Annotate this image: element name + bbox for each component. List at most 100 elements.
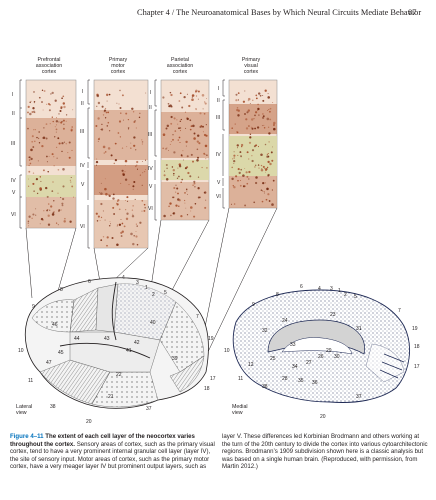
cell-body bbox=[141, 184, 143, 186]
cell-body bbox=[28, 156, 31, 159]
cell-body bbox=[172, 133, 174, 136]
cell-body bbox=[256, 126, 260, 129]
cell-body bbox=[128, 184, 130, 186]
cell-body bbox=[108, 194, 110, 196]
cell-body bbox=[176, 187, 179, 190]
cell-body bbox=[103, 109, 107, 112]
cell-body bbox=[186, 193, 188, 195]
cell-body bbox=[270, 151, 273, 154]
cell-body bbox=[63, 123, 65, 125]
cell-body bbox=[104, 178, 106, 180]
column-label-line: visual bbox=[244, 63, 258, 69]
cell-body bbox=[106, 236, 109, 239]
cell-body bbox=[263, 192, 265, 194]
cell-body bbox=[55, 146, 58, 149]
cell-body bbox=[179, 141, 181, 144]
cell-body bbox=[65, 120, 67, 122]
cell-body bbox=[41, 89, 44, 91]
cell-body bbox=[163, 174, 166, 177]
cell-body bbox=[62, 102, 66, 105]
area-number: 10 bbox=[18, 348, 24, 354]
cell-body bbox=[197, 187, 200, 190]
cell-body bbox=[69, 220, 72, 223]
cell-body bbox=[54, 99, 57, 102]
cell-body bbox=[53, 200, 55, 202]
cell-body bbox=[177, 175, 180, 178]
cell-body bbox=[262, 182, 265, 185]
cell-body bbox=[97, 117, 100, 120]
cell-body bbox=[172, 212, 176, 215]
cell-body bbox=[31, 135, 34, 138]
cell-body bbox=[185, 207, 187, 209]
cell-body bbox=[205, 199, 207, 201]
cell-body bbox=[163, 170, 165, 172]
cell-body bbox=[254, 111, 258, 114]
layer-label-ii: II bbox=[12, 111, 15, 117]
cell-body bbox=[265, 198, 268, 201]
cell-body bbox=[189, 128, 192, 131]
cell-body bbox=[235, 93, 238, 96]
cell-body bbox=[54, 126, 56, 128]
cell-body bbox=[186, 214, 189, 216]
area-number: 44 bbox=[74, 336, 80, 342]
cell-body bbox=[192, 124, 195, 128]
cell-body bbox=[112, 206, 115, 209]
page-number: 87 bbox=[408, 8, 417, 17]
cell-body bbox=[143, 170, 146, 173]
layer-label-iii: III bbox=[80, 129, 84, 135]
cell-body bbox=[55, 117, 58, 119]
cell-body bbox=[55, 120, 59, 123]
cell-body bbox=[117, 132, 120, 134]
cell-body bbox=[116, 225, 118, 227]
cell-body bbox=[120, 112, 122, 114]
cell-body bbox=[33, 101, 36, 103]
cell-body bbox=[104, 117, 107, 119]
cell-body bbox=[196, 140, 199, 143]
cell-body bbox=[50, 93, 52, 95]
cell-body bbox=[33, 102, 35, 104]
area-number: 28 bbox=[282, 376, 288, 382]
column-label-visual: Primary visual cortex bbox=[229, 57, 273, 75]
cell-body bbox=[107, 111, 110, 114]
cell-body bbox=[62, 168, 65, 171]
cell-body bbox=[185, 145, 187, 147]
cell-body bbox=[171, 166, 174, 168]
cell-body bbox=[253, 201, 256, 204]
cell-body bbox=[254, 114, 256, 117]
cell-body bbox=[240, 143, 244, 147]
cell-body bbox=[132, 205, 134, 207]
cell-body bbox=[142, 172, 144, 174]
cell-body bbox=[100, 239, 103, 241]
cell-body bbox=[106, 125, 109, 127]
cell-body bbox=[239, 151, 242, 154]
layer-label-v: V bbox=[217, 180, 221, 186]
cell-body bbox=[170, 141, 172, 143]
cell-body bbox=[124, 200, 126, 201]
cell-body bbox=[130, 232, 133, 236]
area-number: 34 bbox=[292, 364, 298, 370]
cell-body bbox=[132, 185, 135, 188]
cell-body bbox=[145, 92, 147, 94]
area-number: 8 bbox=[276, 292, 279, 298]
cell-body bbox=[198, 142, 201, 145]
cell-body bbox=[47, 223, 51, 226]
cell-body bbox=[105, 93, 109, 97]
cell-body bbox=[108, 130, 111, 132]
cell-body bbox=[49, 209, 51, 211]
cell-body bbox=[166, 147, 168, 149]
cell-body bbox=[193, 137, 196, 140]
cell-body bbox=[261, 200, 264, 203]
cell-body bbox=[95, 125, 98, 127]
cell-body bbox=[245, 171, 248, 174]
cell-body bbox=[119, 136, 122, 138]
area-number: 26 bbox=[318, 354, 324, 360]
area-number: 5 bbox=[354, 294, 357, 300]
cell-body bbox=[101, 123, 103, 126]
cell-body bbox=[237, 114, 240, 117]
cell-body bbox=[45, 186, 48, 190]
cell-body bbox=[31, 140, 34, 143]
cell-body bbox=[60, 107, 63, 110]
view-label-line: view bbox=[232, 410, 243, 416]
cell-body bbox=[72, 109, 74, 111]
cell-body bbox=[97, 140, 99, 142]
